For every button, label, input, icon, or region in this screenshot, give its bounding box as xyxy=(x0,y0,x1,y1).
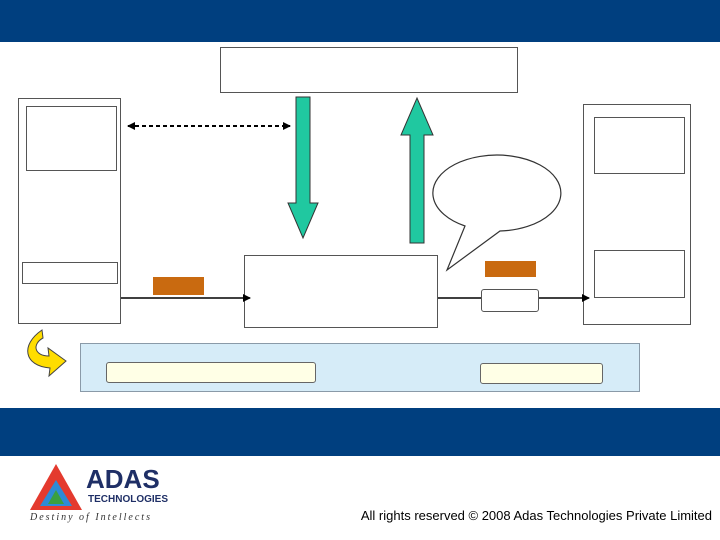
panel-pill-right xyxy=(480,363,603,384)
orange-tag-right xyxy=(485,261,536,277)
footer-band xyxy=(0,408,720,456)
green-up-arrow xyxy=(400,96,434,244)
logo-sub: TECHNOLOGIES xyxy=(88,494,168,505)
green-down-arrow xyxy=(287,96,319,240)
orange-tag-left xyxy=(153,277,204,295)
left-inner-top-box xyxy=(26,106,117,171)
right-inner-top-box xyxy=(594,117,685,174)
header-band xyxy=(0,0,720,42)
speech-bubble xyxy=(432,154,562,272)
small-connector-box xyxy=(481,289,539,312)
center-box xyxy=(244,255,438,328)
company-logo: ADAS TECHNOLOGIES Destiny of Intellects xyxy=(29,464,168,523)
logo-brand: ADAS xyxy=(86,464,160,494)
left-inner-bottom-box xyxy=(22,262,118,284)
logo-tagline: Destiny of Intellects xyxy=(29,512,152,523)
panel-pill-left xyxy=(106,362,316,383)
right-inner-bottom-box xyxy=(594,250,685,298)
yellow-curved-arrow xyxy=(27,329,67,378)
footer-copyright: All rights reserved © 2008 Adas Technolo… xyxy=(360,508,712,523)
top-center-box xyxy=(220,47,518,93)
